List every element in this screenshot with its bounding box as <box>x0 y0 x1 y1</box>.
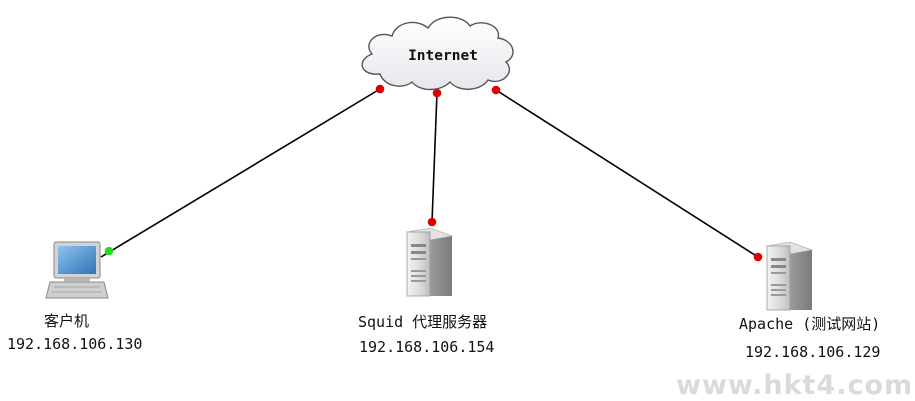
squid-ip: 192.168.106.154 <box>359 338 495 356</box>
connector-dot-client <box>104 246 114 256</box>
link-cloud-apache <box>495 89 759 258</box>
laptop-icon <box>45 241 109 299</box>
connector-dot-cloud-client <box>375 84 385 94</box>
link-cloud-client <box>100 88 381 258</box>
apache-name: Apache (测试网站) <box>739 315 881 333</box>
squid-name: Squid 代理服务器 <box>358 313 488 331</box>
connector-dot-squid <box>427 217 437 227</box>
apache-ip: 192.168.106.129 <box>745 343 881 361</box>
client-name: 客户机 <box>44 312 90 330</box>
cloud-label: Internet <box>408 48 478 64</box>
connector-dot-apache <box>753 252 763 262</box>
cloud-icon <box>361 16 514 91</box>
connector-dot-cloud-apache <box>491 85 501 95</box>
connector-dot-cloud-squid <box>432 88 442 98</box>
client-ip: 192.168.106.130 <box>7 335 143 353</box>
server-icon-squid <box>405 227 454 297</box>
link-cloud-squid <box>431 92 438 223</box>
watermark-text: www.hkt4.com <box>676 370 914 401</box>
server-icon-apache <box>765 241 814 311</box>
